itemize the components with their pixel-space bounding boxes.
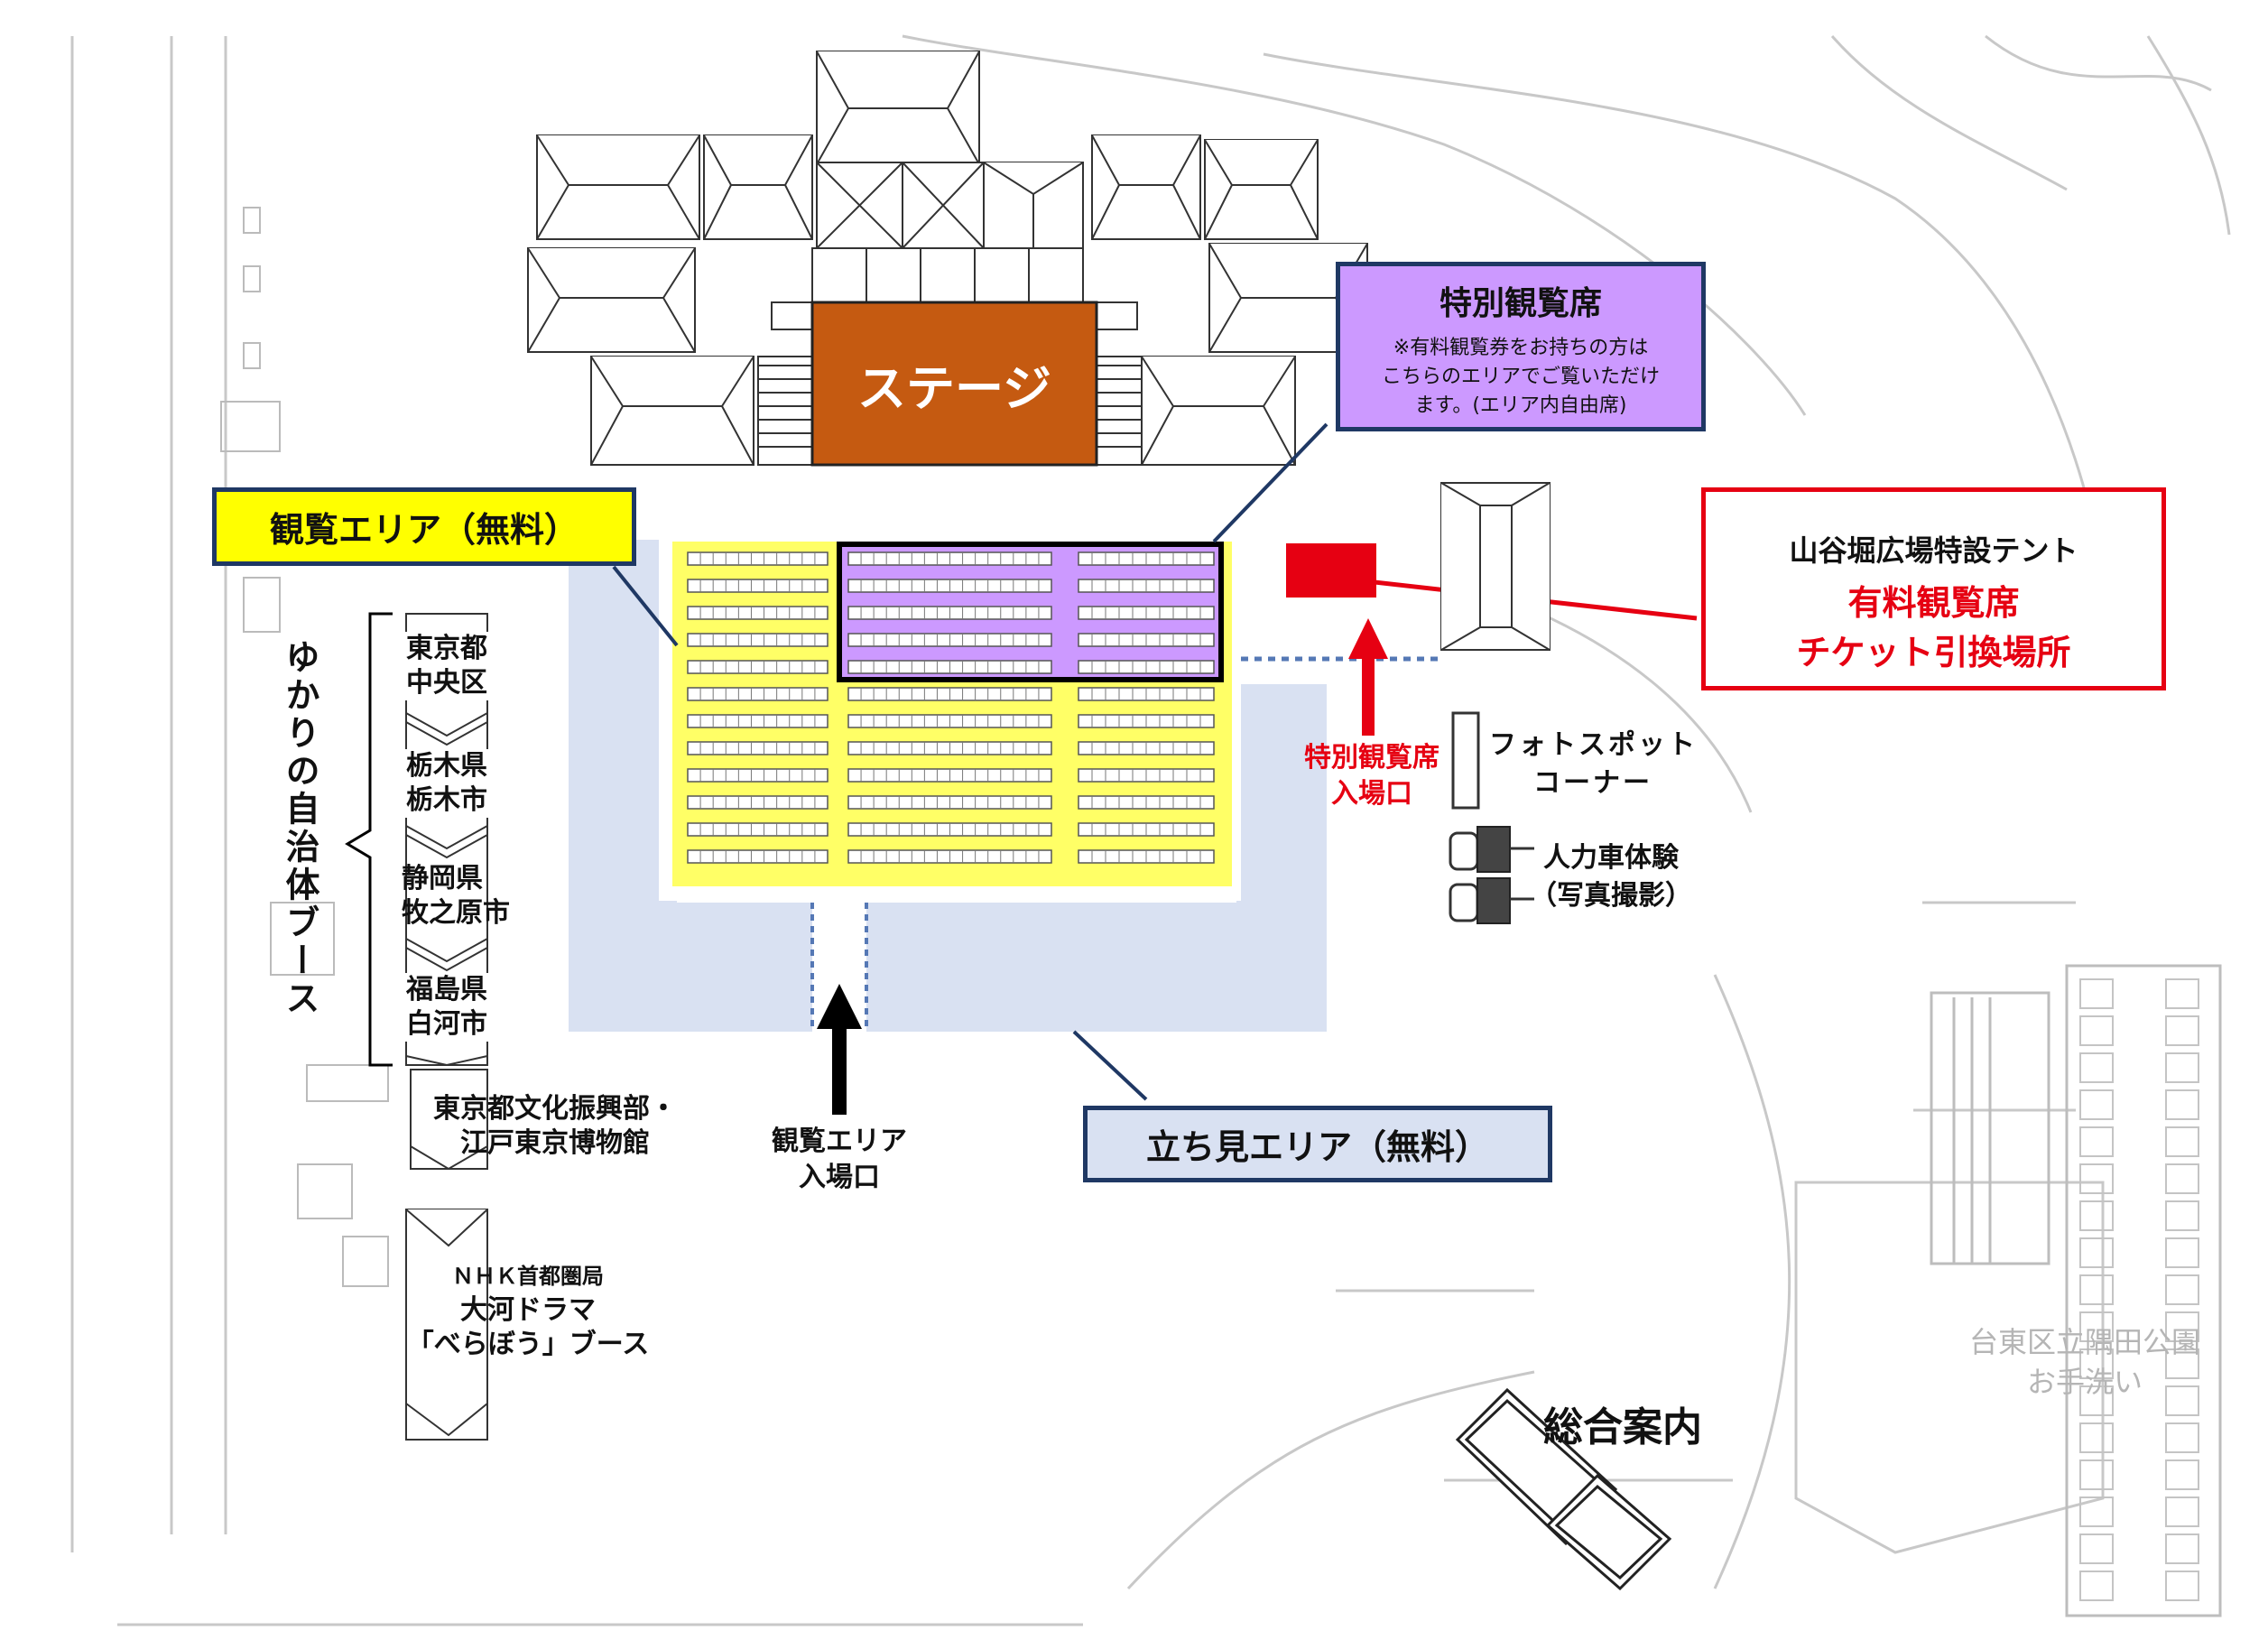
entrance-dotted-lines [810, 903, 868, 1032]
special-seat-note-2: こちらのエリアでご覧いただけ [1381, 366, 1660, 388]
park-toilet-label: 台東区立隅田公園 お手洗い [1931, 1322, 2238, 1402]
booth-tochigi-line2: 栃木市 [406, 784, 487, 816]
yukari-booth-label-text: ゆかりの自治体ブース [280, 639, 319, 1018]
rickshaw-icons [1449, 826, 1534, 924]
nhk-booth-label: ＮＨＫ首都圏局 大河ドラマ 「べらぼう」ブース [397, 1259, 659, 1362]
standing-area-label: 立ち見エリア（無料） [1083, 1106, 1552, 1182]
stage-rect [810, 301, 1098, 467]
booth-tochigi: 栃木県 栃木市 [402, 749, 492, 818]
special-seat-note-1: ※有料観覧券をお持ちの方は [1393, 337, 1649, 359]
special-seat-callout: 特別観覧席 ※有料観覧券をお持ちの方は こちらのエリアでご覧いただけ ます。(エ… [1336, 262, 1706, 431]
photo-spot-label: フォトスポット コーナー [1489, 727, 1697, 802]
nhk-booth-line3: 「べらぼう」ブース [406, 1329, 650, 1360]
seat-row [687, 606, 829, 620]
ticket-tent-title: 山谷堀広場特設テント [1789, 533, 2078, 568]
special-seat-note-3: ます。(エリア内自由席) [1414, 394, 1627, 417]
viewing-entrance-line2: 入場口 [799, 1162, 880, 1193]
information-label: 総合案内 [1543, 1394, 1702, 1452]
stage-label-text: ステージ [857, 359, 1051, 417]
right-building [1930, 964, 2222, 1617]
park-toilet-line1: 台東区立隅田公園 [1968, 1325, 2200, 1359]
photo-spot-line1: フォトスポット [1489, 729, 1698, 761]
information-label-text: 総合案内 [1543, 1404, 1702, 1450]
tent-building [1440, 482, 1551, 651]
stage-label: ステージ [812, 302, 1097, 465]
seat-row [687, 768, 829, 783]
ticket-tent-callout: 山谷堀広場特設テント 有料観覧席 チケット引換場所 [1701, 487, 2166, 690]
seat-row [687, 795, 829, 810]
special-entrance-label: 特別観覧席 入場口 [1282, 740, 1462, 812]
seat-row [687, 579, 829, 593]
nhk-booth-line1: ＮＨＫ首都圏局 [452, 1264, 604, 1289]
seat-row [687, 551, 829, 566]
special-entrance-line1: 特別観覧席 [1304, 742, 1439, 774]
seat-row [687, 714, 829, 728]
seat-row [687, 849, 829, 864]
special-seat-leader [1212, 422, 1328, 543]
park-toilet-line2: お手洗い [2026, 1365, 2143, 1399]
photo-spot-marker [1451, 711, 1480, 810]
seat-rows [687, 551, 1215, 864]
booth-makinohara-line2: 牧之原市 [402, 897, 510, 929]
photo-spot-line2: コーナー [1533, 767, 1652, 799]
viewing-entrance-line1: 観覧エリア [772, 1126, 907, 1157]
standing-area-leader [1072, 1030, 1148, 1101]
stage-building [527, 51, 1368, 466]
booth-makinohara-line1: 静岡県 [402, 863, 483, 894]
booth-brace [345, 612, 393, 1067]
rickshaw-label: 人力車体験 （写真撮影） [1525, 839, 1697, 915]
special-seat-border [837, 542, 1224, 682]
seat-row [687, 660, 829, 674]
yukari-booth-label: ゆかりの自治体ブース [275, 639, 325, 1018]
ticket-tent-marker [1286, 543, 1376, 598]
seat-row [687, 633, 829, 647]
booth-shirakawa-line1: 福島県 [406, 974, 487, 1005]
booth-shirakawa-line2: 白河市 [406, 1008, 487, 1040]
info-tent [1455, 1387, 1672, 1591]
viewing-entrance-label: 観覧エリア 入場口 [749, 1124, 930, 1196]
booth-shirakawa: 福島県 白河市 [402, 973, 492, 1042]
ticket-tent-red-2: チケット引換場所 [1796, 633, 2071, 672]
edo-museum-label: 東京都文化振興部・ 江戸東京博物館 [411, 1092, 699, 1161]
booth-chuo-line2: 中央区 [406, 667, 487, 699]
rickshaw-line2: （写真撮影） [1530, 880, 1692, 912]
special-seat-title: 特別観覧席 [1439, 285, 1602, 322]
seat-row [687, 687, 829, 701]
viewing-entrance-arrow [817, 984, 862, 1115]
seat-row [687, 741, 829, 755]
edo-museum-line1: 東京都文化振興部・ [433, 1093, 677, 1125]
viewing-area-label: 観覧エリア（無料） [212, 487, 636, 566]
booth-makinohara: 静岡県 牧之原市 [402, 862, 528, 931]
booth-chuo-line1: 東京都 [406, 633, 487, 664]
edo-museum-line2: 江戸東京博物館 [460, 1127, 650, 1159]
viewing-area-leader [612, 565, 679, 647]
nhk-booth-line2: 大河ドラマ [460, 1294, 596, 1326]
booth-chuo: 東京都 中央区 [402, 632, 492, 700]
special-entrance-line2: 入場口 [1331, 778, 1412, 810]
viewing-area-label-text: 観覧エリア（無料） [269, 510, 579, 550]
standing-area-label-text: 立ち見エリア（無料） [1145, 1127, 1489, 1167]
seat-row [687, 822, 829, 837]
ticket-tent-red-1: 有料観覧席 [1847, 583, 2020, 623]
rickshaw-line1: 人力車体験 [1543, 842, 1679, 874]
left-booth-lines [220, 207, 389, 1287]
special-entrance-arrow [1348, 618, 1388, 736]
booth-tochigi-line1: 栃木県 [406, 750, 487, 782]
